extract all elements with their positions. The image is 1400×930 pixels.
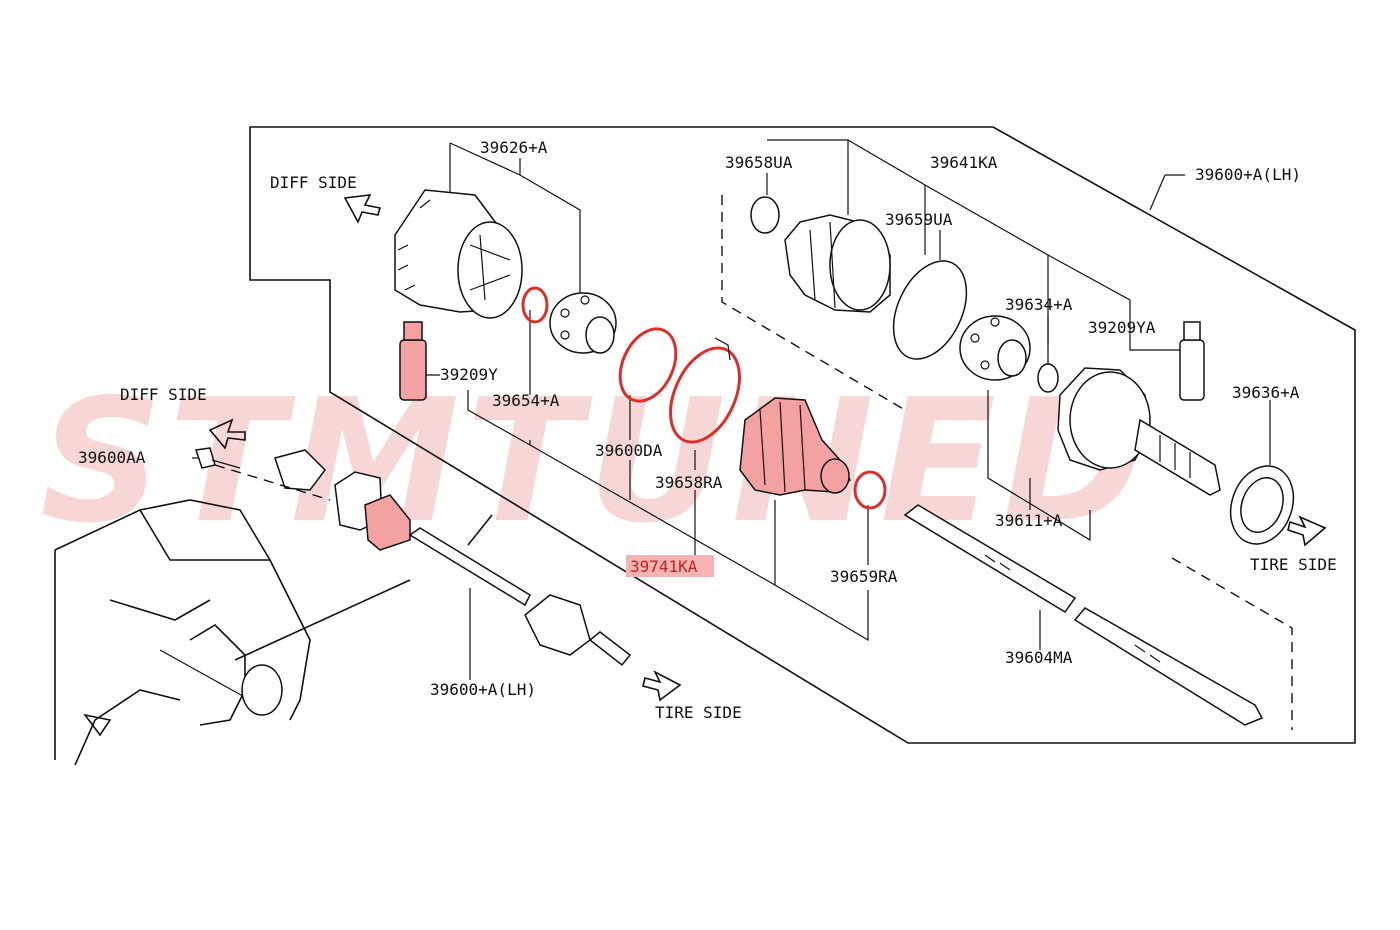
label-39600DA: 39600DA [595, 441, 663, 460]
boot-band-39658RA [669, 337, 741, 444]
assembly-arrow-1 [467, 514, 493, 546]
inner-boot [739, 397, 851, 496]
label-39604MA: 39604MA [1005, 648, 1073, 667]
bolt-axis-line [214, 464, 331, 501]
outer-cv-joint [1057, 367, 1221, 496]
assembled-driveshaft [274, 449, 632, 667]
tire-side-arrow-right [1287, 515, 1327, 547]
inner-race [549, 292, 617, 354]
drive-shaft [903, 504, 1264, 726]
label-diff-side-lower: DIFF SIDE [120, 385, 207, 404]
grease-tube-inner [399, 321, 427, 401]
bolt-39600AA [195, 447, 241, 469]
small-band-39658UA [750, 196, 780, 234]
outer-race [959, 315, 1031, 381]
label-39209YA: 39209YA [1088, 318, 1156, 337]
label-39654: 39654+A [492, 391, 560, 410]
label-39600AA: 39600AA [78, 448, 146, 467]
large-band-39659UA [892, 260, 968, 360]
label-39636: 39636+A [1232, 383, 1300, 402]
diff-side-arrow-lower [208, 418, 246, 450]
label-39600LH-top: 39600+A(LH) [1195, 165, 1301, 184]
label-tire-side-right: TIRE SIDE [1250, 555, 1337, 574]
assembly-arrow-2 [234, 579, 411, 661]
label-39658RA: 39658RA [655, 473, 723, 492]
circlip-inner [521, 286, 549, 324]
diff-side-arrow-upper [343, 194, 382, 224]
label-39209Y: 39209Y [440, 365, 498, 384]
dust-shield [1229, 465, 1295, 545]
leader-lines [192, 139, 1271, 680]
label-39600LH-bottom: 39600+A(LH) [430, 680, 536, 699]
label-39741KA-highlight [626, 555, 714, 577]
tire-side-arrow-lower [642, 670, 682, 702]
boot-band-39600DA [618, 327, 678, 403]
circlip-outer [1037, 363, 1059, 393]
shaft-group-outline [1171, 557, 1293, 730]
label-39658UA: 39658UA [725, 153, 793, 172]
label-tire-side-lower: TIRE SIDE [655, 703, 742, 722]
boot-band-39659RA [853, 470, 887, 510]
watermark-text: STMTUNED [40, 363, 1149, 561]
label-39641KA: 39641KA [930, 153, 998, 172]
tire-side-group-outline [721, 195, 906, 411]
label-39659RA: 39659RA [830, 567, 898, 586]
label-39741KA: 39741KA [630, 557, 698, 576]
outer-boot [784, 214, 891, 313]
label-39634: 39634+A [1005, 295, 1073, 314]
label-39659UA: 39659UA [885, 210, 953, 229]
exploded-view-frame [249, 126, 1356, 744]
vehicle-body-sketch [54, 499, 311, 766]
label-39611: 39611+A [995, 511, 1063, 530]
grease-tube-outer [1179, 321, 1205, 401]
inner-cv-housing [394, 189, 523, 319]
labels: DIFF SIDE DIFF SIDE TIRE SIDE TIRE SIDE … [78, 138, 1337, 722]
label-diff-side-upper: DIFF SIDE [270, 173, 357, 192]
label-39626: 39626+A [480, 138, 548, 157]
